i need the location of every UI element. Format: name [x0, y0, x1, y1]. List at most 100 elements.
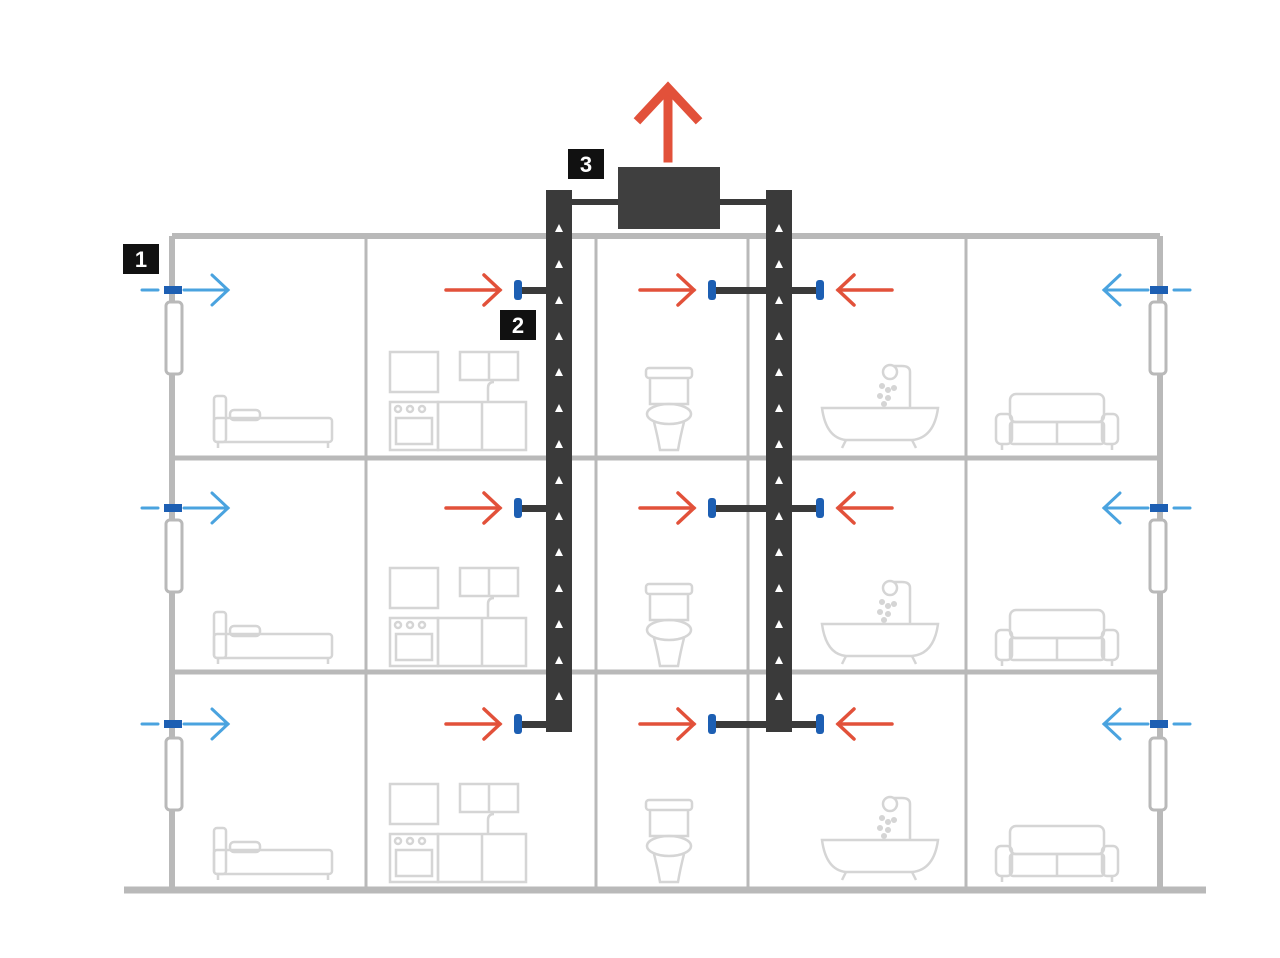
branch-duct [522, 721, 548, 728]
extract-air-arrow [444, 707, 503, 741]
extract-vent-toilet [708, 714, 716, 734]
fan-connector-right [718, 199, 768, 205]
bathtub-shower-icon [820, 795, 940, 881]
extract-vent-bathroom [816, 714, 824, 734]
wall-inlet-vent [1150, 504, 1168, 512]
extract-vent-toilet [708, 498, 716, 518]
flow-mark [555, 656, 563, 664]
flow-mark [555, 620, 563, 628]
supply-air-arrow [140, 707, 231, 741]
kitchen-cabinet-icon [388, 350, 528, 452]
bed-icon [212, 610, 334, 664]
extract-air-arrow [835, 707, 894, 741]
callout-3: 3 [568, 149, 604, 179]
branch-duct [712, 287, 820, 294]
sofa-icon [994, 824, 1120, 882]
flow-mark [555, 296, 563, 304]
callout-2: 2 [500, 310, 536, 340]
building-structure [124, 233, 1206, 894]
flow-mark [775, 692, 783, 700]
furniture-icons [212, 350, 1120, 884]
flow-mark [555, 512, 563, 520]
extract-air-arrow [638, 707, 697, 741]
flow-mark [775, 296, 783, 304]
bed-icon [212, 826, 334, 880]
toilet-icon [644, 798, 694, 884]
supply-air-arrow [1101, 491, 1192, 525]
sofa-icon [994, 392, 1120, 450]
flow-mark [555, 440, 563, 448]
callout-1: 1 [123, 244, 159, 274]
toilet-icon [644, 366, 694, 452]
extract-vent-toilet [708, 280, 716, 300]
wall-inlet-vent [164, 720, 182, 728]
flow-mark [775, 476, 783, 484]
extract-air-arrow [638, 491, 697, 525]
flow-mark [775, 368, 783, 376]
flow-mark [555, 260, 563, 268]
duct-system [164, 167, 1168, 734]
flow-mark [555, 692, 563, 700]
extract-vent-bathroom [816, 498, 824, 518]
callout-3-label: 3 [580, 152, 592, 177]
supply-air-arrow [1101, 707, 1192, 741]
window-right-2 [1148, 518, 1168, 594]
kitchen-cabinet-icon [388, 782, 528, 884]
window-left-3 [164, 736, 184, 812]
flow-mark [555, 332, 563, 340]
window-left-2 [164, 518, 184, 594]
fan-connector-left [570, 199, 620, 205]
extract-air-arrow [444, 273, 503, 307]
extract-vent-kitchen [514, 280, 522, 300]
exhaust-arrow [633, 81, 703, 163]
window-right-1 [1148, 300, 1168, 376]
duct-flow-marks [555, 224, 783, 700]
flow-mark [555, 476, 563, 484]
flow-mark [775, 656, 783, 664]
flow-mark [555, 404, 563, 412]
flow-mark [775, 620, 783, 628]
flow-mark [775, 440, 783, 448]
extract-air-arrow [638, 273, 697, 307]
extract-air-arrow [444, 491, 503, 525]
airflow-arrows [140, 273, 1192, 741]
supply-air-arrow [140, 273, 231, 307]
branch-duct [522, 505, 548, 512]
flow-mark [775, 548, 783, 556]
flow-mark [775, 332, 783, 340]
extract-air-arrow [835, 273, 894, 307]
wall-inlet-vent [1150, 286, 1168, 294]
flow-mark [555, 548, 563, 556]
bathtub-shower-icon [820, 363, 940, 449]
duct-riser-right [766, 190, 792, 732]
exhaust-fan-unit [618, 167, 720, 229]
kitchen-cabinet-icon [388, 566, 528, 668]
flow-mark [775, 584, 783, 592]
branch-duct [712, 721, 820, 728]
bathtub-shower-icon [820, 579, 940, 665]
callout-2-label: 2 [512, 313, 524, 338]
extract-vent-kitchen [514, 714, 522, 734]
sofa-icon [994, 608, 1120, 666]
toilet-icon [644, 582, 694, 668]
extract-vent-bathroom [816, 280, 824, 300]
flow-mark [775, 404, 783, 412]
duct-riser-left [546, 190, 572, 732]
window-left-1 [164, 300, 184, 376]
branch-duct [522, 287, 548, 294]
wall-inlet-vent [164, 504, 182, 512]
extract-vent-kitchen [514, 498, 522, 518]
wall-inlet-vent [164, 286, 182, 294]
flow-mark [555, 584, 563, 592]
bed-icon [212, 394, 334, 448]
branch-duct [712, 505, 820, 512]
supply-air-arrow [140, 491, 231, 525]
flow-mark [775, 224, 783, 232]
extract-air-arrow [835, 491, 894, 525]
flow-mark [555, 368, 563, 376]
windows [164, 300, 1168, 812]
callout-1-label: 1 [135, 247, 147, 272]
flow-mark [775, 260, 783, 268]
flow-mark [555, 224, 563, 232]
